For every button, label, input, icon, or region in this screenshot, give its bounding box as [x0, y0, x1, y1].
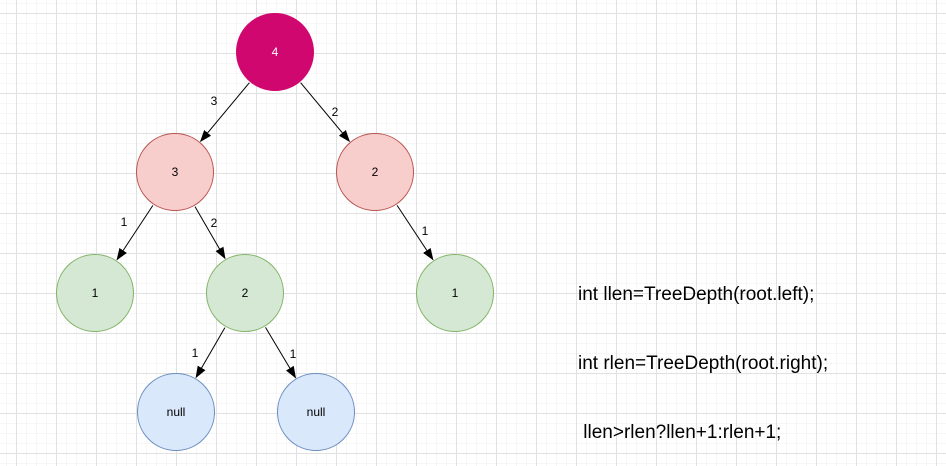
code-annotation: int llen=TreeDepth(root.left); int rlen=… — [578, 237, 828, 466]
tree-node-root[interactable]: 4 — [236, 13, 314, 91]
node-label: 2 — [371, 165, 379, 179]
node-label: 4 — [271, 45, 279, 59]
tree-node-left-left-1[interactable]: 1 — [56, 254, 134, 332]
edge-label-left-right-2-to-null-right[interactable]: 1 — [289, 347, 297, 361]
tree-edge-left-right-2-to-null-right[interactable] — [265, 327, 297, 379]
node-label: 2 — [241, 286, 249, 300]
tree-edge-root-to-left-3[interactable] — [199, 82, 250, 143]
node-label: null — [166, 405, 186, 419]
tree-edge-left-3-to-left-left-1[interactable] — [116, 205, 154, 261]
tree-node-null-left[interactable]: null — [137, 373, 215, 451]
code-line-3: llen>rlen?llen+1:rlen+1; — [578, 422, 782, 443]
tree-edge-left-right-2-to-null-left[interactable] — [195, 327, 226, 379]
code-line-2: int rlen=TreeDepth(root.right); — [578, 353, 829, 374]
code-line-1: int llen=TreeDepth(root.left); — [578, 284, 815, 305]
tree-edge-right-2-to-right-right-1[interactable] — [396, 205, 434, 261]
tree-node-right-2[interactable]: 2 — [336, 133, 414, 211]
edge-label-left-3-to-left-right-2[interactable]: 2 — [210, 216, 218, 230]
node-label: 3 — [171, 165, 179, 179]
edge-label-root-to-left-3[interactable]: 3 — [210, 94, 218, 108]
edge-label-root-to-right-2[interactable]: 2 — [331, 105, 339, 119]
edge-label-right-2-to-right-right-1[interactable]: 1 — [421, 224, 429, 238]
edge-label-left-right-2-to-null-left[interactable]: 1 — [191, 346, 199, 360]
tree-node-right-right-1[interactable]: 1 — [416, 254, 494, 332]
tree-node-null-right[interactable]: null — [277, 373, 355, 451]
node-label: null — [306, 405, 326, 419]
tree-edge-root-to-right-2[interactable] — [300, 82, 351, 143]
tree-edge-left-3-to-left-right-2[interactable] — [194, 206, 226, 260]
tree-node-left-3[interactable]: 3 — [136, 133, 214, 211]
edge-label-left-3-to-left-left-1[interactable]: 1 — [120, 215, 128, 229]
node-label: 1 — [91, 286, 99, 300]
node-label: 1 — [451, 286, 459, 300]
tree-node-left-right-2[interactable]: 2 — [206, 254, 284, 332]
